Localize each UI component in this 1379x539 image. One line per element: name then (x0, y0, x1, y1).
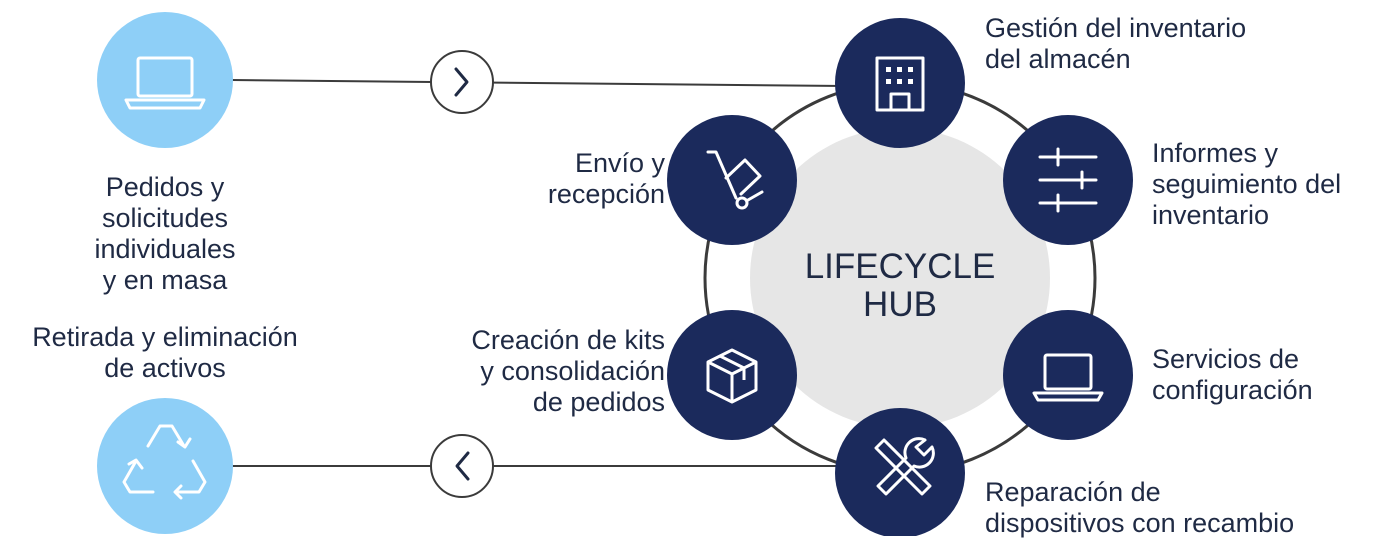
hub-circle (750, 128, 1050, 428)
warehouse-label: Gestión del inventario del almacén (985, 13, 1247, 74)
sliders-icon (1038, 147, 1098, 213)
chevron-left-icon (455, 451, 470, 481)
building-icon (875, 56, 925, 112)
hand-truck-icon (706, 150, 764, 210)
config-label: Servicios de configuración (1152, 344, 1313, 405)
orders-label: Pedidos y solicitudes individuales y en … (94, 172, 236, 295)
kitting-label: Creación de kits y consolidación de pedi… (471, 325, 665, 417)
repair-node[interactable] (835, 408, 965, 536)
hub-title-line1: LIFECYCLE (804, 247, 996, 286)
orders-node (97, 12, 233, 148)
hub-title: LIFECYCLE HUB (765, 248, 1035, 324)
laptop-icon (1032, 353, 1104, 402)
retirement-node (97, 398, 233, 534)
laptop-icon (124, 56, 206, 110)
chevron-right-button[interactable] (430, 50, 494, 114)
reports-node[interactable] (1003, 115, 1133, 245)
package-icon (706, 348, 758, 404)
recycle-icon (122, 424, 207, 500)
tools-icon (874, 437, 935, 496)
repair-label: Reparación de dispositivos con recambio (985, 477, 1295, 538)
shipping-label: Envío y recepción (547, 148, 665, 209)
hub-title-line2: HUB (863, 285, 937, 324)
retirement-label: Retirada y eliminación de activos (32, 322, 298, 383)
chevron-right-icon (454, 67, 469, 97)
shipping-node[interactable] (667, 115, 797, 245)
config-node[interactable] (1003, 310, 1133, 440)
reports-label: Informes y seguimiento del inventario (1152, 138, 1342, 230)
chevron-left-button[interactable] (430, 434, 494, 498)
warehouse-node[interactable] (835, 18, 965, 148)
kitting-node[interactable] (667, 310, 797, 440)
connector-top (231, 79, 846, 87)
